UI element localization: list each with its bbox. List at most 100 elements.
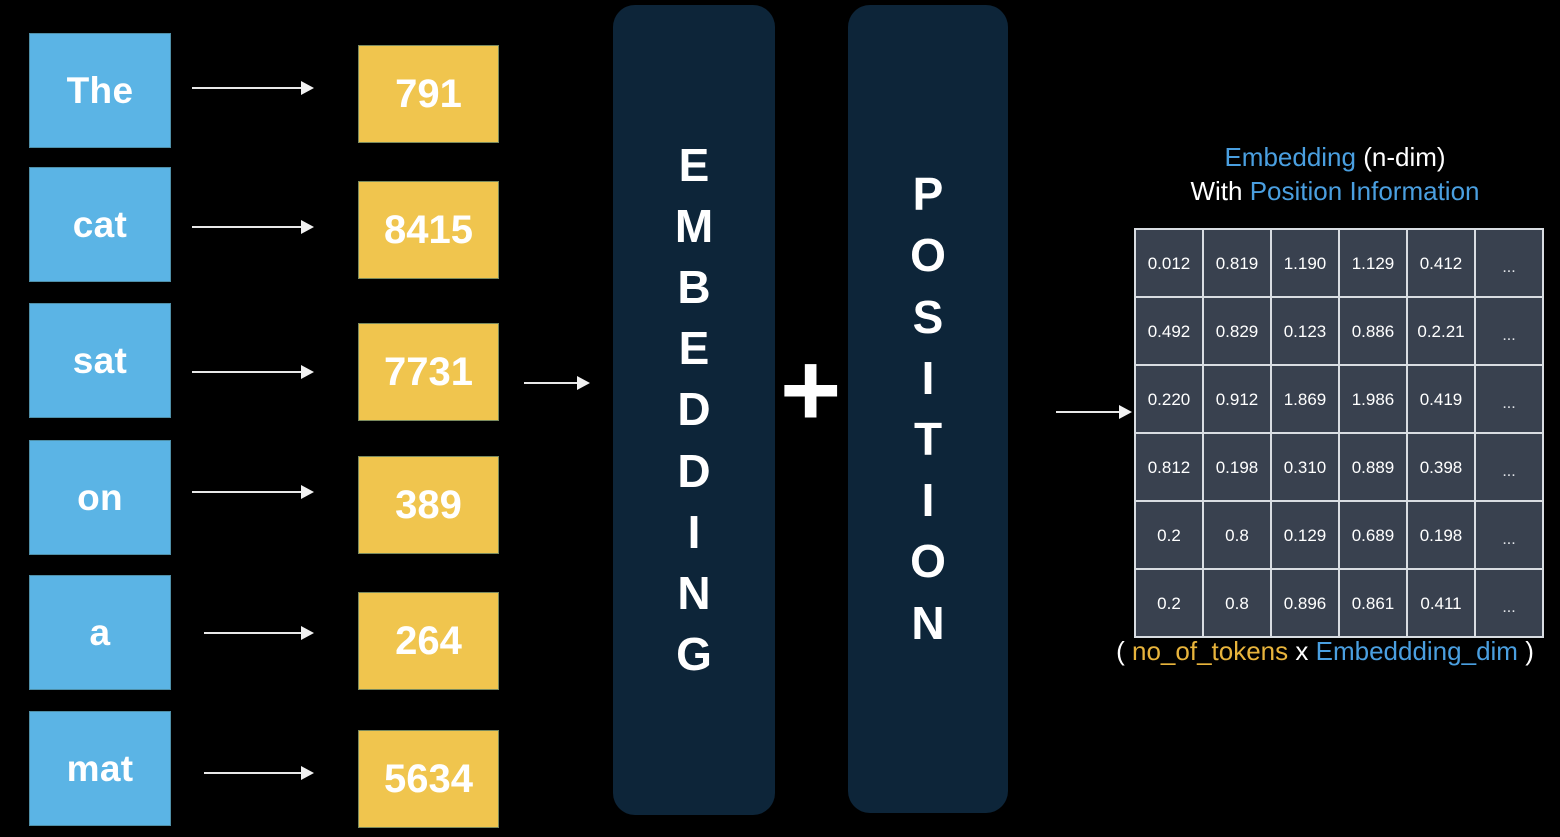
caption-times: x: [1288, 636, 1316, 666]
matrix-cell: 0.861: [1340, 570, 1406, 636]
embedding-letter: M: [674, 199, 714, 252]
matrix-cell-ellipsis: ...: [1476, 434, 1542, 500]
matrix-cell: 0.412: [1408, 230, 1474, 296]
arrow-panels-to-matrix: [1056, 405, 1132, 419]
position-letter: T: [913, 413, 943, 465]
matrix-cell: 0.411: [1408, 570, 1474, 636]
token-id-label: 5634: [384, 757, 473, 801]
matrix-cell: 0.912: [1204, 366, 1270, 432]
arrow-word-to-token-5: [204, 626, 314, 640]
arrow-tokens-to-embedding: [524, 376, 590, 390]
matrix-cell: 0.220: [1136, 366, 1202, 432]
matrix-dimensions-caption: ( no_of_tokens x Embeddding_dim ): [1090, 636, 1560, 667]
matrix-cell: 1.190: [1272, 230, 1338, 296]
matrix-cell: 0.492: [1136, 298, 1202, 364]
token-id-label: 8415: [384, 208, 473, 252]
arrow-word-to-token-6: [204, 766, 314, 780]
position-letter: O: [910, 229, 946, 282]
word-box-5: a: [29, 575, 171, 690]
word-label: mat: [66, 748, 134, 789]
word-box-1: The: [29, 33, 171, 148]
matrix-title-position-info: Position Information: [1249, 176, 1480, 207]
caption-embedding-dim: Embeddding_dim: [1315, 636, 1518, 666]
embedding-letter: D: [677, 383, 711, 436]
token-id-box-6: 5634: [358, 730, 499, 828]
embedding-letter: B: [677, 261, 711, 314]
matrix-cell: 0.829: [1204, 298, 1270, 364]
matrix-cell: 0.8: [1204, 570, 1270, 636]
position-letter: I: [921, 474, 935, 527]
word-label: cat: [72, 204, 128, 245]
position-letter: O: [910, 535, 946, 588]
matrix-cell: 0.819: [1204, 230, 1270, 296]
word-box-2: cat: [29, 167, 171, 282]
matrix-cell-ellipsis: ...: [1476, 298, 1542, 364]
matrix-cell: 0.198: [1408, 502, 1474, 568]
word-box-6: mat: [29, 711, 171, 826]
embedding-letter: E: [678, 138, 710, 191]
matrix-cell: 0.8: [1204, 502, 1270, 568]
matrix-title-with: With: [1190, 176, 1250, 207]
matrix-cell: 0.2.21: [1408, 298, 1474, 364]
matrix-title-line1: Embedding (n-dim): [1110, 140, 1560, 174]
word-label: a: [89, 612, 111, 653]
embedding-letter: G: [676, 628, 712, 681]
matrix-cell: 0.012: [1136, 230, 1202, 296]
word-box-3: sat: [29, 303, 171, 418]
matrix-title-line2: With Position Information: [1110, 174, 1560, 208]
word-label: The: [66, 70, 134, 111]
position-letter: N: [911, 596, 945, 649]
token-id-box-2: 8415: [358, 181, 499, 279]
matrix-cell: 0.398: [1408, 434, 1474, 500]
matrix-cell: 0.123: [1272, 298, 1338, 364]
caption-no-of-tokens: no_of_tokens: [1132, 636, 1289, 666]
token-id-label: 264: [395, 619, 462, 663]
matrix-cell: 0.2: [1136, 570, 1202, 636]
matrix-title-embedding: Embedding: [1224, 142, 1356, 172]
embedding-letter: N: [677, 566, 711, 619]
matrix-cell: 0.689: [1340, 502, 1406, 568]
token-id-box-4: 389: [358, 456, 499, 554]
matrix-cell-ellipsis: ...: [1476, 570, 1542, 636]
matrix-cell-ellipsis: ...: [1476, 230, 1542, 296]
matrix-cell: 1.129: [1340, 230, 1406, 296]
token-id-label: 791: [395, 72, 462, 116]
position-letter: P: [912, 168, 944, 221]
matrix-cell: 0.198: [1204, 434, 1270, 500]
matrix-cell: 0.896: [1272, 570, 1338, 636]
matrix-cell: 0.2: [1136, 502, 1202, 568]
embedding-panel: E M B E D D I N G: [613, 5, 775, 815]
embedding-letter: I: [687, 505, 701, 558]
arrow-word-to-token-2: [192, 220, 314, 234]
matrix-cell: 1.986: [1340, 366, 1406, 432]
caption-close-paren: ): [1517, 636, 1534, 666]
token-id-label: 389: [395, 483, 462, 527]
token-id-box-3: 7731: [358, 323, 499, 421]
arrow-word-to-token-4: [192, 485, 314, 499]
matrix-cell-ellipsis: ...: [1476, 502, 1542, 568]
embedding-letter: D: [677, 444, 711, 497]
position-letter: I: [921, 351, 935, 404]
arrow-word-to-token-1: [192, 81, 314, 95]
position-letter: S: [912, 290, 944, 343]
word-box-4: on: [29, 440, 171, 555]
matrix-cell: 0.310: [1272, 434, 1338, 500]
position-panel: P O S I T I O N: [848, 5, 1008, 813]
arrow-word-to-token-3: [192, 365, 314, 379]
embedding-letter: E: [678, 322, 710, 375]
matrix-cell: 0.419: [1408, 366, 1474, 432]
matrix-cell: 1.869: [1272, 366, 1338, 432]
matrix-title-ndim: (n-dim): [1355, 142, 1446, 172]
caption-open-paren: (: [1116, 636, 1133, 666]
matrix-cell: 0.129: [1272, 502, 1338, 568]
matrix-cell: 0.889: [1340, 434, 1406, 500]
matrix-cell-ellipsis: ...: [1476, 366, 1542, 432]
matrix-cell: 0.812: [1136, 434, 1202, 500]
word-label: sat: [72, 340, 128, 381]
token-id-box-5: 264: [358, 592, 499, 690]
matrix-cell: 0.886: [1340, 298, 1406, 364]
token-id-box-1: 791: [358, 45, 499, 143]
matrix-title: Embedding (n-dim) With Position Informat…: [1110, 140, 1560, 209]
